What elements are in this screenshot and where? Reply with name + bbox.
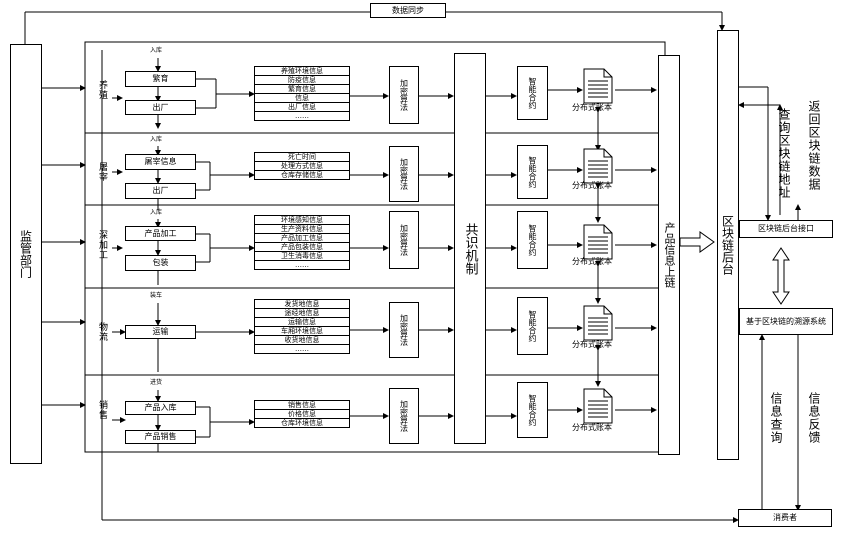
info-item: 产品加工信息 xyxy=(255,234,349,243)
stage-label-breeding: 养殖 xyxy=(97,80,107,100)
stage-label-logistics: 物流 xyxy=(97,322,107,342)
flow-label: 入库 xyxy=(150,209,163,216)
ledger-label: 分布式账本 xyxy=(572,181,612,190)
info-item: 产品包装信息 xyxy=(255,243,349,252)
info-item: 车厢环境信息 xyxy=(255,327,349,336)
step-box: 产品销售 xyxy=(125,430,196,444)
product-upload-box: 产品信息上链 xyxy=(658,55,680,455)
stage-label-sales: 销售 xyxy=(97,400,107,420)
step-box: 运输 xyxy=(125,325,196,339)
info-item: 价格信息 xyxy=(255,410,349,419)
step-box: 繁育 xyxy=(125,71,196,87)
encrypt-box: 加密算法 xyxy=(389,146,419,202)
info-list-slaughter: 死亡时间 处理方式信息 仓库存储信息 xyxy=(254,152,350,180)
info-item: …… xyxy=(295,112,309,120)
consensus-box: 共识机制 xyxy=(454,53,486,444)
encrypt-box: 加密算法 xyxy=(389,388,419,444)
regulator-box: 监管部门 xyxy=(10,44,42,464)
info-item: 环境感知信息 xyxy=(255,216,349,225)
blockchain-api-box: 区块链后台接口 xyxy=(739,220,833,238)
ledger-label: 分布式账本 xyxy=(572,103,612,112)
encrypt-box: 加密算法 xyxy=(389,211,419,269)
smart-contract-box: 智能合约 xyxy=(517,211,548,269)
info-item: 处理方式信息 xyxy=(255,162,349,171)
ledger-label: 分布式账本 xyxy=(572,423,612,432)
info-item: 养殖环境信息 xyxy=(255,67,349,76)
data-sync-label: 数据同步 xyxy=(370,3,446,18)
info-item: 繁育信息 xyxy=(255,85,349,94)
trace-system-box: 基于区块链的溯源系统 xyxy=(739,308,833,335)
return-data-label: 返回区块链数据 xyxy=(807,100,821,191)
info-item: 出厂信息 xyxy=(255,103,349,112)
ledger-document-icon xyxy=(583,305,613,341)
step-box: 出厂 xyxy=(125,183,196,199)
info-item: 发货地信息 xyxy=(255,300,349,309)
flow-label: 入库 xyxy=(150,136,163,143)
encrypt-box: 加密算法 xyxy=(389,302,419,358)
ledger-label: 分布式账本 xyxy=(572,340,612,349)
step-box: 产品加工 xyxy=(125,226,196,241)
blockchain-backend-box: 区块链后台 xyxy=(717,30,739,460)
smart-contract-box: 智能合约 xyxy=(517,382,548,438)
smart-contract-box: 智能合约 xyxy=(517,297,548,355)
info-item: 运输信息 xyxy=(255,318,349,327)
info-item: 途经地信息 xyxy=(255,309,349,318)
ledger-document-icon xyxy=(583,148,613,184)
info-list-logistics: 发货地信息 途经地信息 运输信息 车厢环境信息 收货地信息 …… xyxy=(254,299,350,354)
info-item: 卫生消毒信息 xyxy=(255,252,349,261)
info-feedback-label: 信息反馈 xyxy=(807,392,821,444)
info-item: …… xyxy=(295,261,309,269)
info-item: 信息 xyxy=(255,94,349,103)
info-item: 仓库环境信息 xyxy=(281,419,323,427)
step-box: 包装 xyxy=(125,255,196,271)
step-box: 屠宰信息 xyxy=(125,154,196,170)
info-item: 防疫信息 xyxy=(255,76,349,85)
info-query-label: 信息查询 xyxy=(769,392,783,444)
query-address-label: 查询区块链地址 xyxy=(777,108,791,199)
stage-label-processing: 深加工 xyxy=(97,230,107,260)
ledger-document-icon xyxy=(583,388,613,424)
flow-label: 进货 xyxy=(150,379,163,386)
ledger-label: 分布式账本 xyxy=(572,257,612,266)
info-list-processing: 环境感知信息 生产资料信息 产品加工信息 产品包装信息 卫生消毒信息 …… xyxy=(254,215,350,270)
info-item: 销售信息 xyxy=(255,401,349,410)
info-item: 收货地信息 xyxy=(255,336,349,345)
step-box: 出厂 xyxy=(125,100,196,115)
ledger-document-icon xyxy=(583,224,613,260)
encrypt-box: 加密算法 xyxy=(389,66,419,124)
flow-label: 装车 xyxy=(150,292,163,299)
ledger-document-icon xyxy=(583,68,613,104)
step-box: 产品入库 xyxy=(125,401,196,415)
info-item: 生产资料信息 xyxy=(255,225,349,234)
info-item: …… xyxy=(295,345,309,353)
info-item: 死亡时间 xyxy=(255,153,349,162)
smart-contract-box: 智能合约 xyxy=(517,66,548,120)
info-item: 仓库存储信息 xyxy=(281,171,323,179)
info-list-breeding: 养殖环境信息 防疫信息 繁育信息 信息 出厂信息 …… xyxy=(254,66,350,121)
stage-label-slaughter: 屠宰 xyxy=(97,162,107,182)
info-list-sales: 销售信息 价格信息 仓库环境信息 xyxy=(254,400,350,428)
smart-contract-box: 智能合约 xyxy=(517,145,548,199)
consumer-box: 消费者 xyxy=(738,509,832,527)
flow-label: 入库 xyxy=(150,47,163,54)
